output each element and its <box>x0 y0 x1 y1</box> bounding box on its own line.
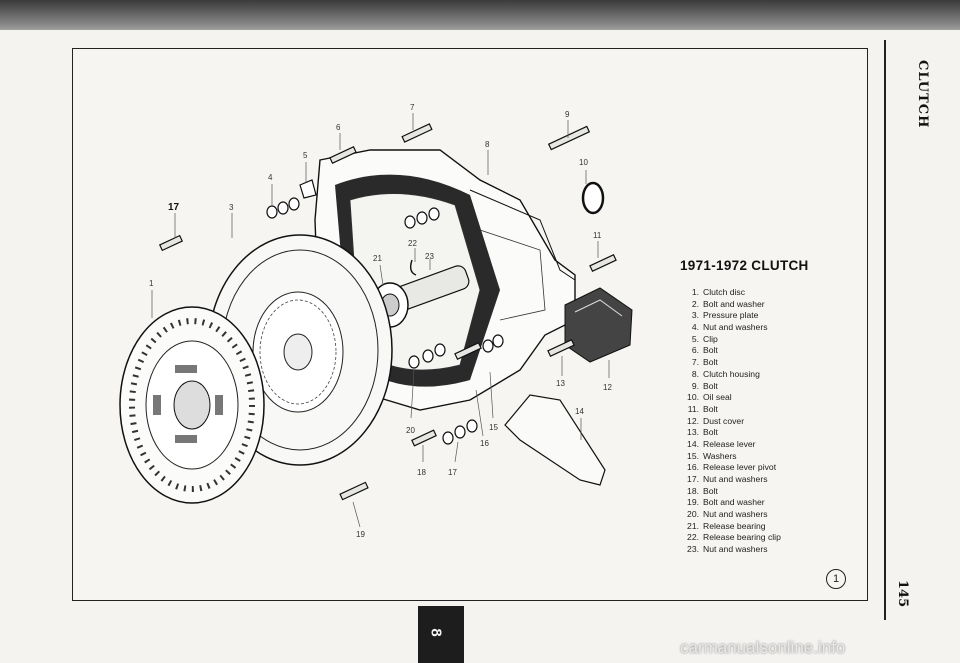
legend-item: 15.Washers <box>687 450 737 461</box>
callout-22: 22 <box>408 239 417 248</box>
legend-item: 16.Release lever pivot <box>687 462 777 473</box>
release-bearing-clip <box>409 259 417 276</box>
bolts <box>158 123 617 501</box>
callout-3: 3 <box>229 203 234 212</box>
callout-6: 6 <box>336 123 341 132</box>
callout-11: 11 <box>593 231 602 240</box>
callout-23: 23 <box>425 252 434 261</box>
legend-item: 6.Bolt <box>691 345 718 356</box>
legend-item: 3.Pressure plate <box>691 310 759 321</box>
margin-rule <box>884 40 886 620</box>
legend-item: 23.Nut and washers <box>687 544 768 555</box>
legend-item: 13.Bolt <box>687 427 718 438</box>
legend-item: 11.Bolt <box>687 403 718 414</box>
washers <box>266 197 504 445</box>
callout-17-lower: 17 <box>448 468 457 477</box>
leader-lines <box>151 113 610 528</box>
legend-item: 22.Release bearing clip <box>687 532 781 543</box>
oil-seal <box>581 181 605 215</box>
callout-9: 9 <box>565 110 570 119</box>
release-lever <box>504 394 606 486</box>
callout-13: 13 <box>556 379 565 388</box>
callout-12: 12 <box>603 383 612 392</box>
legend-item: 2.Bolt and washer <box>691 298 765 309</box>
callout-8: 8 <box>485 140 490 149</box>
callout-20: 20 <box>406 426 415 435</box>
legend-item: 17.Nut and washers <box>687 474 768 484</box>
legend-item: 14.Release lever <box>687 438 756 449</box>
legend-item: 9.Bolt <box>691 380 718 391</box>
legend-item: 10.Oil seal <box>687 392 732 403</box>
page-number: 145 <box>895 580 910 608</box>
chapter-title: CLUTCH <box>915 60 930 129</box>
legend-item: 21.Release bearing <box>687 520 766 531</box>
legend-item: 20.Nut and washers <box>687 509 768 520</box>
clutch-disc <box>119 306 265 504</box>
callout-18: 18 <box>417 468 426 477</box>
legend-item: 19.Bolt and washer <box>687 497 765 508</box>
legend-item: 1.Clutch disc <box>691 287 746 297</box>
callout-5: 5 <box>303 151 308 160</box>
callout-17-upper: 17 <box>168 202 180 213</box>
callout-19: 19 <box>356 530 365 539</box>
callout-16: 16 <box>480 439 489 448</box>
callout-4: 4 <box>268 173 273 182</box>
callout-1: 1 <box>149 279 154 288</box>
parts-legend: 1.Clutch disc 2.Bolt and washer 3.Pressu… <box>677 287 781 556</box>
figure-title: 1971-1972 CLUTCH <box>680 258 809 273</box>
legend-item: 5.Clip <box>691 333 718 344</box>
callout-21: 21 <box>373 254 382 263</box>
callout-numbers: 1 3 4 5 6 7 8 9 10 11 12 13 14 15 16 17 … <box>149 103 612 539</box>
legend-item: 7.Bolt <box>691 357 718 368</box>
callout-14: 14 <box>575 407 584 416</box>
legend-item: 4.Nut and washers <box>691 322 768 333</box>
figure-number-badge: 1 <box>826 569 846 589</box>
callout-7: 7 <box>410 103 415 112</box>
callout-10: 10 <box>579 158 588 167</box>
clip <box>299 179 317 199</box>
dust-cover <box>564 287 633 363</box>
exploded-clutch-diagram: 1 3 4 5 6 7 8 9 10 11 12 13 14 15 16 17 … <box>119 103 633 539</box>
watermark: carmanualsonline.info <box>680 638 846 657</box>
legend-item: 18.Bolt <box>687 485 718 496</box>
callout-15: 15 <box>489 423 498 432</box>
legend-item: 12.Dust cover <box>687 415 745 426</box>
legend-item: 8.Clutch housing <box>691 368 760 379</box>
section-tab: 8 <box>418 606 464 663</box>
section-tab-label: 8 <box>427 628 445 637</box>
